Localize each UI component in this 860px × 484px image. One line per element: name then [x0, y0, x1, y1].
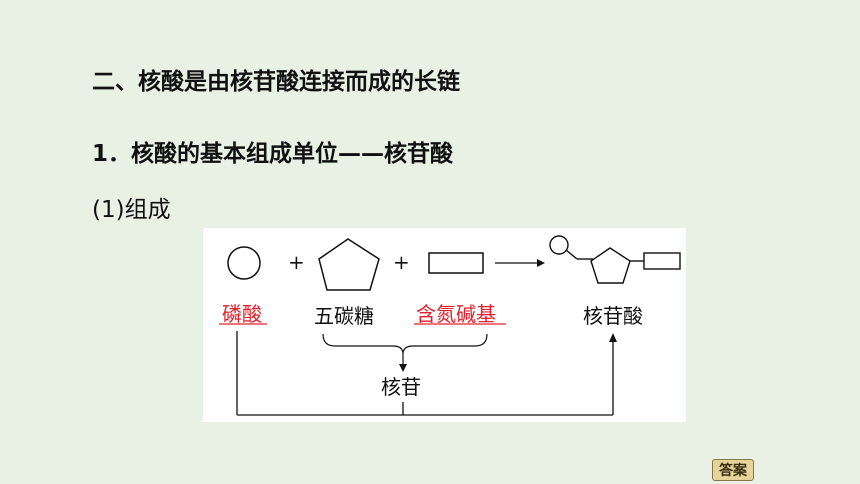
nucleoside-label: 核苷 [381, 375, 421, 399]
phosphate-label: 磷酸 [222, 302, 262, 326]
nucleotide-base-icon [643, 252, 681, 270]
section-heading: 二、核酸是由核苷酸连接而成的长链 [92, 69, 460, 95]
item-1-sub: (1)组成 [92, 190, 171, 224]
answer-button[interactable]: 答案 [712, 459, 754, 481]
nucleotide-bond-1 [565, 249, 578, 260]
grouping-brace [322, 333, 488, 355]
item-1-sub-label: (1)组成 [92, 197, 171, 223]
base-label: 含氮碱基 [416, 302, 496, 326]
nucleoside-arrow-head-icon [399, 364, 407, 372]
plus-sign-1: + [288, 250, 305, 274]
plus-sign-2: + [393, 250, 410, 274]
diagram-svg [219, 235, 681, 416]
nucleotide-composition-diagram: + + 磷酸 五碳糖 含氮碱基 核苷酸 核苷 [203, 228, 686, 422]
nucleotide-label: 核苷酸 [583, 304, 643, 328]
phosphate-circle-icon [227, 246, 261, 280]
base-rectangle-icon [428, 252, 484, 274]
nucleotide-arrow-head-icon [609, 333, 617, 342]
pentose-pentagon-icon [318, 238, 380, 291]
reaction-arrow-head-icon [537, 259, 545, 267]
nucleotide-pentose-icon [590, 247, 631, 284]
pentose-label: 五碳糖 [314, 304, 374, 328]
item-1-title: 1．核酸的基本组成单位——核苷酸 [92, 141, 454, 167]
nucleotide-phosphate-icon [549, 235, 569, 255]
